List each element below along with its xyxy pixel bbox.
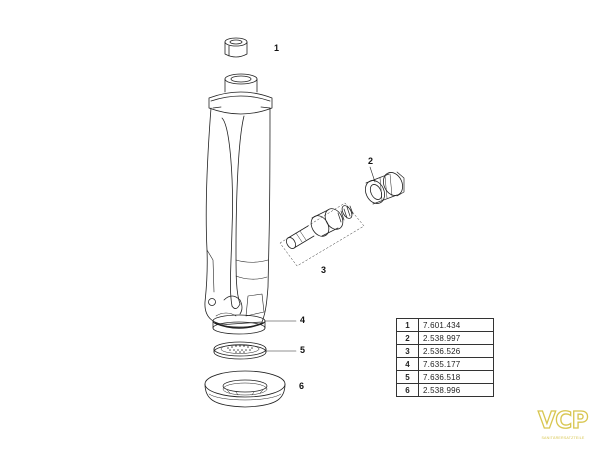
part-number: 6 xyxy=(396,383,419,397)
article-code: 7.601.434 xyxy=(418,318,494,332)
part-number: 3 xyxy=(396,344,419,358)
callout-6: 6 xyxy=(299,381,305,391)
logo-letters: VCP xyxy=(537,407,589,434)
table-row: 4 7.635.177 xyxy=(396,357,494,371)
callout-1: 1 xyxy=(274,43,280,53)
article-code: 2.536.526 xyxy=(418,344,494,358)
callout-5: 5 xyxy=(300,345,306,355)
callout-2: 2 xyxy=(368,156,374,166)
table-row: 3 2.536.526 xyxy=(396,344,494,358)
leader-2 xyxy=(369,166,376,183)
part-1-top-cap xyxy=(224,37,248,58)
part-3-cartridge xyxy=(279,202,365,267)
part-number: 5 xyxy=(396,370,419,384)
part-6-housing xyxy=(204,370,286,408)
article-code: 2.538.996 xyxy=(418,383,494,397)
table-row: 1 7.601.434 xyxy=(396,318,494,332)
part-4-base-ring xyxy=(212,314,266,335)
article-code: 7.636.518 xyxy=(418,370,494,384)
part-number: 4 xyxy=(396,357,419,371)
part-number: 1 xyxy=(396,318,419,332)
callout-3: 3 xyxy=(321,265,327,275)
article-code: 2.538.997 xyxy=(418,331,494,345)
table-row: 2 2.538.997 xyxy=(396,331,494,345)
table-row: 6 2.538.996 xyxy=(396,383,494,397)
handle-body xyxy=(204,73,273,325)
callout-4: 4 xyxy=(300,315,306,325)
vcp-logo: VCP SANITÄRERSATZTEILE xyxy=(532,406,594,448)
part-2-nut xyxy=(364,171,405,205)
table-row: 5 7.636.518 xyxy=(396,370,494,384)
leader-lines xyxy=(264,166,376,352)
article-code: 7.635.177 xyxy=(418,357,494,371)
parts-table: 1 7.601.434 2 2.538.997 3 2.536.526 4 7.… xyxy=(396,318,494,397)
logo-tagline: SANITÄRERSATZTEILE xyxy=(541,436,585,440)
part-5-screen xyxy=(213,341,267,360)
part-number: 2 xyxy=(396,331,419,345)
